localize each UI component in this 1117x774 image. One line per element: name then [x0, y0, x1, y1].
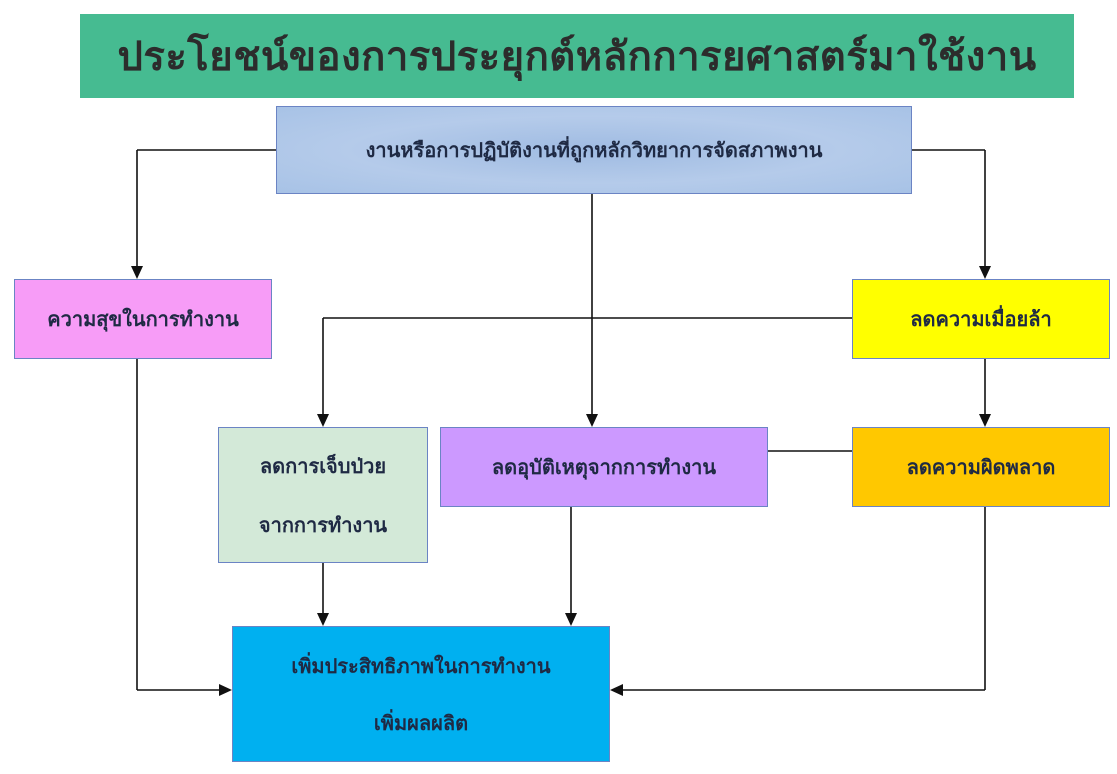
node-increase-efficiency: เพิ่มประสิทธิภาพในการทำงาน เพิ่มผลผลิต: [232, 626, 610, 762]
node-work-happiness-label: ความสุขในการทำงาน: [47, 307, 239, 331]
node-reduce-mistakes: ลดความผิดพลาด: [852, 427, 1110, 507]
arrow-into-happy: [131, 266, 143, 279]
node-reduce-fatigue: ลดความเมื่อยล้า: [852, 279, 1110, 359]
node-reduce-fatigue-label: ลดความเมื่อยล้า: [910, 307, 1052, 331]
node-increase-efficiency-line2: เพิ่มผลผลิต: [373, 710, 469, 735]
arrow-into-mistake: [979, 414, 991, 427]
node-reduce-accidents: ลดอุบัติเหตุจากการทำงาน: [440, 427, 768, 507]
node-reduce-illness-line1: ลดการเจ็บป่วย: [259, 453, 387, 478]
node-reduce-accidents-label: ลดอุบัติเหตุจากการทำงาน: [491, 455, 717, 479]
page-title: ประโยชน์ของการประยุกต์หลักการยศาสตร์มาใช…: [117, 34, 1037, 80]
node-increase-efficiency-line1: เพิ่มประสิทธิภาพในการทำงาน: [291, 653, 551, 678]
node-ergonomic-work: งานหรือการปฏิบัติงานที่ถูกหลักวิทยาการจั…: [276, 106, 912, 194]
arrow-into-bottom-right: [610, 684, 623, 696]
node-reduce-mistakes-label: ลดความผิดพลาด: [906, 455, 1056, 479]
node-ergonomic-work-label: งานหรือการปฏิบัติงานที่ถูกหลักวิทยาการจั…: [365, 138, 823, 162]
title-banner: ประโยชน์ของการประยุกต์หลักการยศาสตร์มาใช…: [80, 14, 1074, 98]
arrow-into-bottom-from-illness: [317, 613, 329, 626]
node-reduce-illness-line2: จากการทำงาน: [258, 512, 388, 537]
arrow-into-accident: [586, 414, 598, 427]
node-reduce-illness: ลดการเจ็บป่วย จากการทำงาน: [218, 427, 428, 563]
arrow-into-bottom-left: [219, 684, 232, 696]
arrow-into-fatigue: [979, 266, 991, 279]
node-work-happiness: ความสุขในการทำงาน: [14, 279, 272, 359]
arrow-into-bottom-from-accident: [565, 613, 577, 626]
arrow-into-illness: [317, 414, 329, 427]
